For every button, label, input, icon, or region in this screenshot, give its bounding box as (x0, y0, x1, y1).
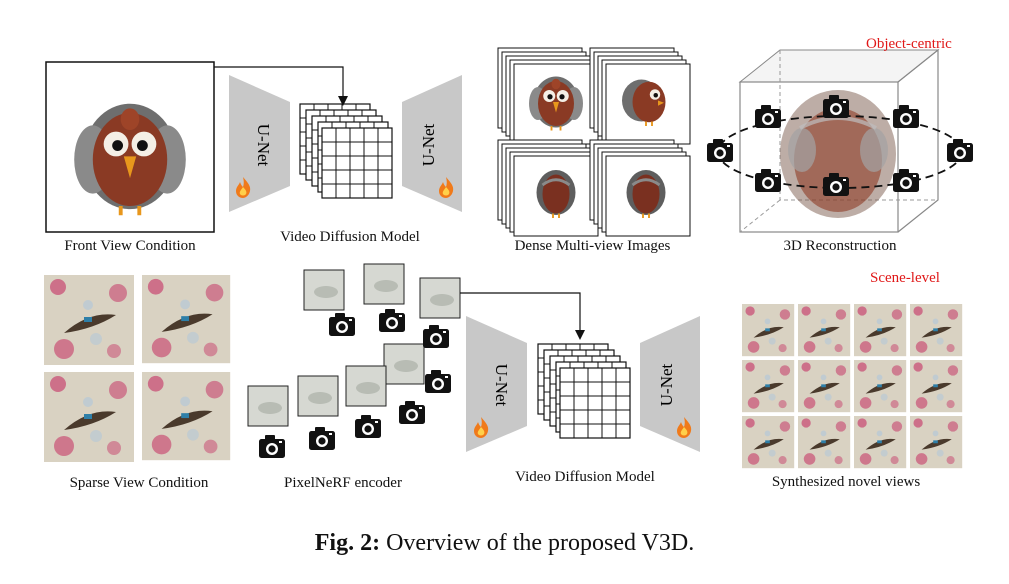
camera-icon (355, 415, 381, 438)
pixelnerf-label: PixelNeRF encoder (284, 475, 402, 491)
unet-encoder-bottom: U-Net (466, 316, 527, 452)
front-view-image (45, 61, 215, 233)
camera-icon (259, 435, 285, 458)
dense-multiview-images (497, 47, 691, 237)
unet-encoder-top: U-Net (229, 75, 290, 212)
camera-icon (893, 105, 919, 128)
unet-label: U-Net (419, 123, 438, 166)
scene-level-label: Scene-level (870, 270, 940, 286)
unet-label: U-Net (254, 124, 273, 167)
caption-text: Overview of the proposed V3D. (380, 530, 695, 556)
video-diffusion-label-top: Video Diffusion Model (280, 229, 420, 245)
sparse-view-images (44, 275, 231, 462)
arrow-icon (460, 292, 585, 340)
camera-icon (425, 370, 451, 393)
latent-grid-stack-top (299, 103, 393, 199)
caption-prefix: Fig. 2: (314, 530, 381, 556)
camera-icon (755, 169, 781, 192)
camera-icon (399, 401, 425, 424)
front-view-label: Front View Condition (64, 238, 196, 254)
camera-icon (309, 427, 335, 450)
dense-multiview-label: Dense Multi-view Images (514, 238, 671, 254)
figure-caption: Fig. 2: Overview of the proposed V3D. (0, 530, 1009, 557)
unet-decoder-bottom: U-Net (640, 316, 700, 452)
camera-icon (707, 139, 733, 162)
camera-icon (379, 309, 405, 332)
unet-decoder-top: U-Net (402, 75, 462, 212)
camera-icon (755, 105, 781, 128)
video-diffusion-label-bottom: Video Diffusion Model (515, 469, 655, 485)
arrow-icon (214, 66, 348, 106)
camera-icon (329, 313, 355, 336)
reconstruction-label: 3D Reconstruction (783, 238, 897, 254)
unet-label: U-Net (657, 363, 676, 406)
camera-icon (423, 325, 449, 348)
camera-icon (947, 139, 973, 162)
object-centric-label: Object-centric (866, 36, 952, 52)
reconstruction-cube (707, 48, 973, 233)
synthesized-views-grid (742, 304, 963, 469)
latent-grid-stack-bottom (537, 343, 631, 439)
synthesized-label: Synthesized novel views (771, 474, 921, 490)
sparse-view-label: Sparse View Condition (69, 475, 209, 491)
camera-icon (893, 169, 919, 192)
pixelnerf-patches (247, 263, 461, 458)
unet-label: U-Net (492, 364, 511, 407)
